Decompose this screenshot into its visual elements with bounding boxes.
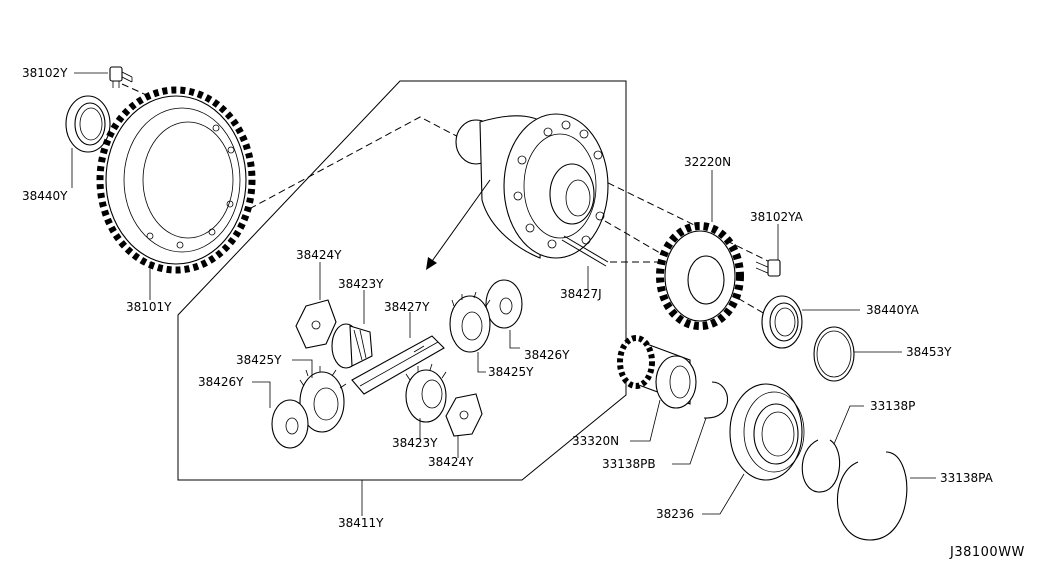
label-38423y-bottom: 38423Y bbox=[392, 436, 438, 450]
oil-seal-38440ya-icon[interactable] bbox=[761, 295, 803, 349]
label-38427j: 38427J bbox=[560, 287, 602, 301]
case-assembly-boundary bbox=[177, 80, 627, 481]
thrust-washer-38424y-bottom-icon[interactable] bbox=[445, 393, 483, 437]
differential-case-icon[interactable] bbox=[455, 113, 609, 259]
pinion-gear-38423y-bottom-icon[interactable] bbox=[405, 363, 447, 423]
thrust-washer-38426y-left-icon[interactable] bbox=[271, 399, 309, 449]
thrust-washer-38424y-top-icon[interactable] bbox=[295, 299, 337, 349]
pin-38427j-icon[interactable] bbox=[561, 235, 609, 267]
bearing-38236-icon[interactable] bbox=[729, 383, 805, 481]
gear-33320n-icon[interactable] bbox=[617, 335, 697, 409]
label-38424y-top: 38424Y bbox=[296, 248, 342, 262]
diagram-code: J38100WW bbox=[949, 545, 1025, 560]
label-38426y-left: 38426Y bbox=[198, 375, 244, 389]
bolt-38102ya-icon[interactable] bbox=[755, 259, 781, 277]
exploded-view-arrow bbox=[426, 179, 491, 270]
thrust-washer-38426y-right-icon[interactable] bbox=[485, 279, 523, 329]
label-38425y-left: 38425Y bbox=[236, 353, 282, 367]
ring-38453y-icon[interactable] bbox=[813, 326, 855, 382]
label-33138pa: 33138PA bbox=[940, 471, 994, 485]
label-38236: 38236 bbox=[656, 507, 694, 521]
label-33320n: 33320N bbox=[572, 434, 619, 448]
label-38440ya: 38440YA bbox=[866, 303, 920, 317]
label-38453y: 38453Y bbox=[906, 345, 952, 359]
label-38102y: 38102Y bbox=[22, 66, 68, 80]
ring-gear-38101y-icon[interactable] bbox=[96, 86, 256, 274]
snap-ring-33138pb-icon[interactable] bbox=[703, 381, 729, 419]
label-32220n: 32220N bbox=[684, 155, 731, 169]
label-38424y-bottom: 38424Y bbox=[428, 455, 474, 469]
oil-seal-38440y-icon[interactable] bbox=[65, 95, 111, 153]
label-38411y: 38411Y bbox=[338, 516, 384, 530]
label-38427y: 38427Y bbox=[384, 300, 430, 314]
pinion-shaft-38427y-icon[interactable] bbox=[351, 335, 445, 395]
gear-32220n-icon[interactable] bbox=[656, 222, 744, 330]
bolt-38102y-icon[interactable] bbox=[109, 66, 133, 88]
pinion-gear-38423y-top-icon[interactable] bbox=[331, 323, 373, 369]
label-38101y: 38101Y bbox=[126, 300, 172, 314]
label-38425y-right: 38425Y bbox=[488, 365, 534, 379]
label-38426y-right: 38426Y bbox=[524, 348, 570, 362]
label-33138pb: 33138PB bbox=[602, 457, 656, 471]
label-33138p: 33138P bbox=[870, 399, 915, 413]
leader-lines bbox=[71, 72, 936, 516]
side-gear-38425y-left-icon[interactable] bbox=[299, 366, 347, 433]
label-38440y: 38440Y bbox=[22, 189, 68, 203]
snap-ring-33138p-icon[interactable] bbox=[801, 439, 841, 493]
snap-ring-33138pa-icon[interactable] bbox=[837, 451, 908, 541]
label-38102ya: 38102YA bbox=[750, 210, 804, 224]
label-38423y-top: 38423Y bbox=[338, 277, 384, 291]
side-gear-38425y-right-icon[interactable] bbox=[449, 291, 491, 353]
